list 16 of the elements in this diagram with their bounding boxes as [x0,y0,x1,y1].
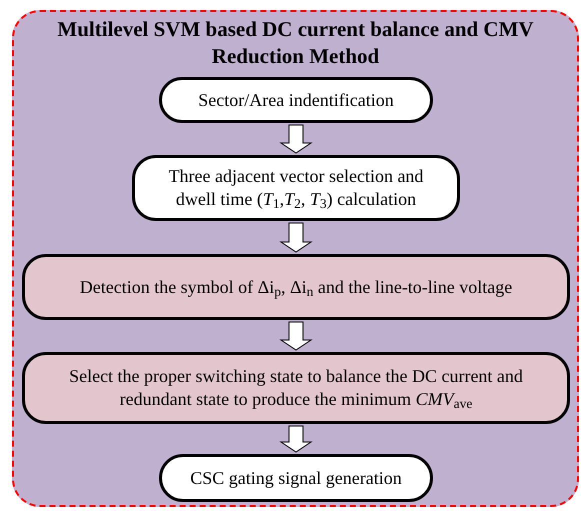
step-text: Three adjacent vector selection and dwell time (T$_{1}$,T$_{2}$, T$_{3}$) calculation [168,165,424,211]
step-text: Select the proper switching state to balance the DC current and redundant state to produce the minimum CMV$_{ave}$ [68,365,524,411]
step-text: CSC gating signal generation [190,466,402,490]
process-box [22,352,570,424]
dashed-group-frame [12,10,579,507]
block-arrow [279,222,313,253]
group-heading: Multilevel SVM based DC current balance and CMV Reduction Method [56,16,535,70]
block-arrow [279,124,313,154]
process-box [132,155,460,221]
process-box [22,254,570,320]
step-text: Sector/Area indentification [198,88,394,112]
step-text: Detection the symbol of Δi$_{p}$, Δi$_{n}$ and the line-to-line voltage [80,276,512,298]
block-arrow [279,426,313,453]
process-box [159,77,433,123]
process-box [159,454,433,502]
block-arrow [279,322,313,351]
